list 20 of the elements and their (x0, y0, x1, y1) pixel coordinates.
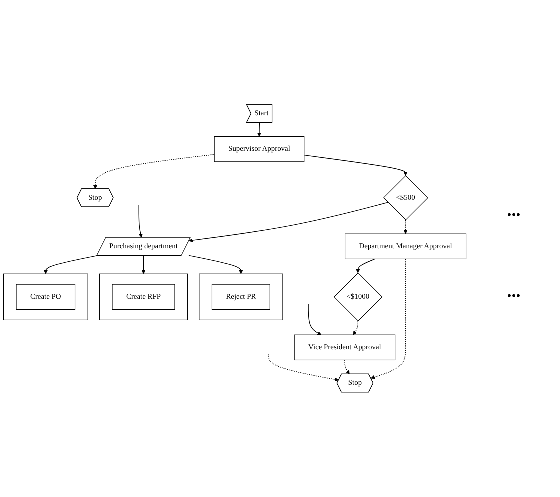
arrow (344, 360, 350, 375)
arrow (353, 320, 358, 336)
cluster (99, 274, 188, 320)
cluster (3, 274, 88, 320)
cluster (199, 274, 284, 320)
arrow (188, 202, 389, 243)
arrow (188, 255, 244, 274)
ellipsis-text: ... (507, 281, 521, 302)
arrow (93, 154, 215, 190)
arrow (268, 354, 340, 382)
arrow (356, 258, 376, 274)
arrow (142, 255, 146, 274)
arrow (304, 154, 408, 176)
arrow (308, 304, 322, 336)
arrow (370, 258, 406, 380)
arrow (257, 122, 262, 137)
arrow (404, 220, 408, 234)
arrow (44, 255, 99, 274)
arrow (138, 204, 143, 238)
ellipsis-text: ... (507, 200, 521, 221)
